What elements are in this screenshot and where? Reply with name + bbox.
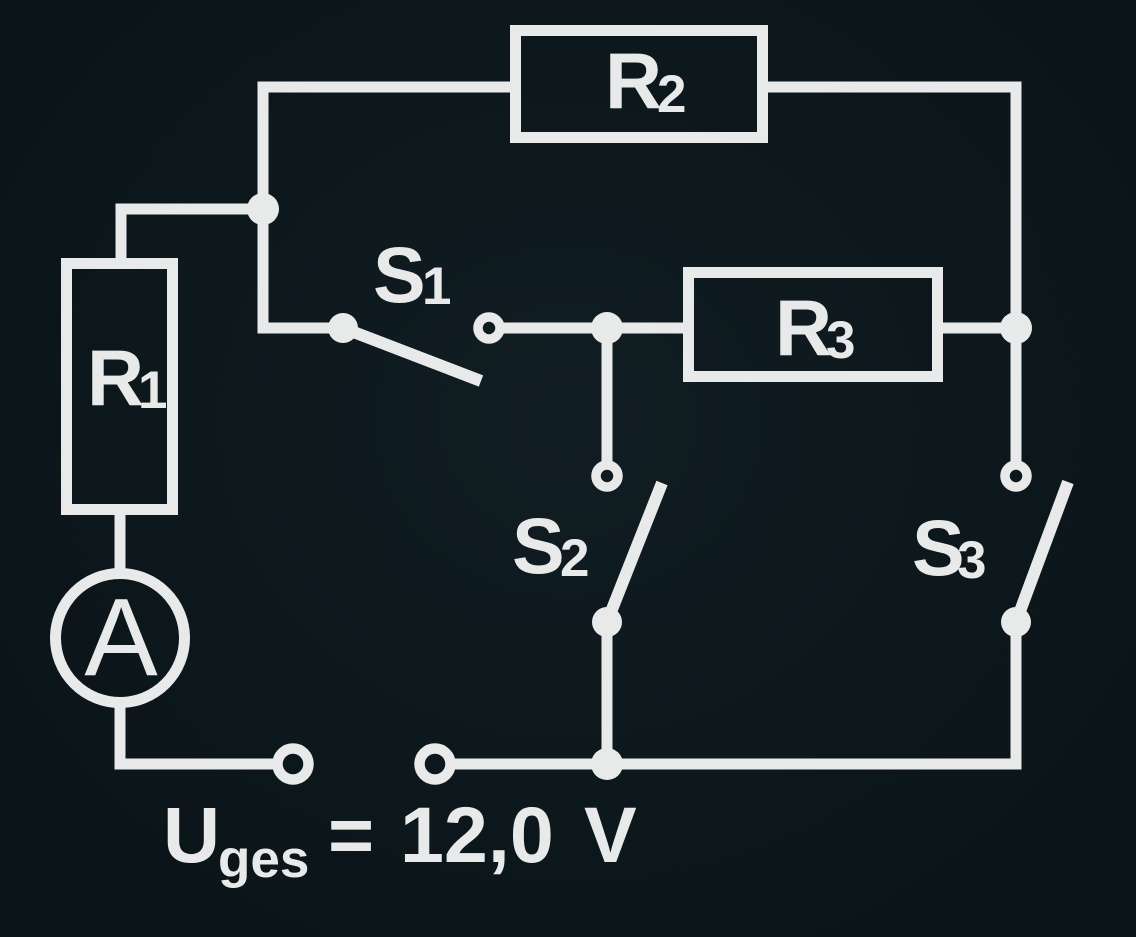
ammeter-circle <box>50 568 190 708</box>
junction-dot-middle <box>591 312 623 344</box>
resistor-r3-label: R 3 <box>775 283 855 372</box>
switch-s3-blade <box>1010 479 1074 625</box>
wire-node-to-r1 <box>115 203 263 263</box>
junction-dot-left <box>247 193 279 225</box>
switch-s1-blade <box>340 322 484 387</box>
switch-s1 <box>328 312 505 387</box>
resistor-r2-label: R 2 <box>605 36 686 125</box>
switch-s3-pivot-dot <box>1001 607 1031 637</box>
resistor-r2-box <box>510 25 768 143</box>
wires <box>114 81 1022 770</box>
switch-s3-contact-ring <box>1000 460 1032 492</box>
wire-ammeter-to-terminal <box>114 703 276 770</box>
wire-top-left <box>257 81 510 209</box>
switch-s2 <box>591 460 668 637</box>
ammeter-label: A <box>84 576 158 699</box>
switch-s2-pivot-dot <box>592 607 622 637</box>
resistor-r1-box <box>61 258 178 515</box>
wire-bottom-rail <box>452 622 1022 770</box>
switch-s3-label: S 3 <box>912 503 987 592</box>
terminal-ring-right <box>414 743 456 785</box>
switch-s2-blade <box>601 480 668 625</box>
terminal-ring-left <box>272 743 314 785</box>
switch-s1-label: S 1 <box>373 230 451 319</box>
wire-node-to-s1 <box>257 209 343 334</box>
junction-dot-bottom <box>591 748 623 780</box>
switch-s2-label: S 2 <box>512 501 589 590</box>
source-voltage-label: U ges = 12,0 V <box>163 790 637 894</box>
resistor-r3-box <box>683 267 943 382</box>
junction-dots <box>247 193 1032 780</box>
switch-s2-contact-ring <box>591 460 623 492</box>
switch-s3 <box>1000 460 1074 637</box>
junction-dot-right <box>1000 312 1032 344</box>
resistor-r1-label: R 1 <box>87 333 167 422</box>
switch-s1-contact-ring <box>473 312 505 344</box>
